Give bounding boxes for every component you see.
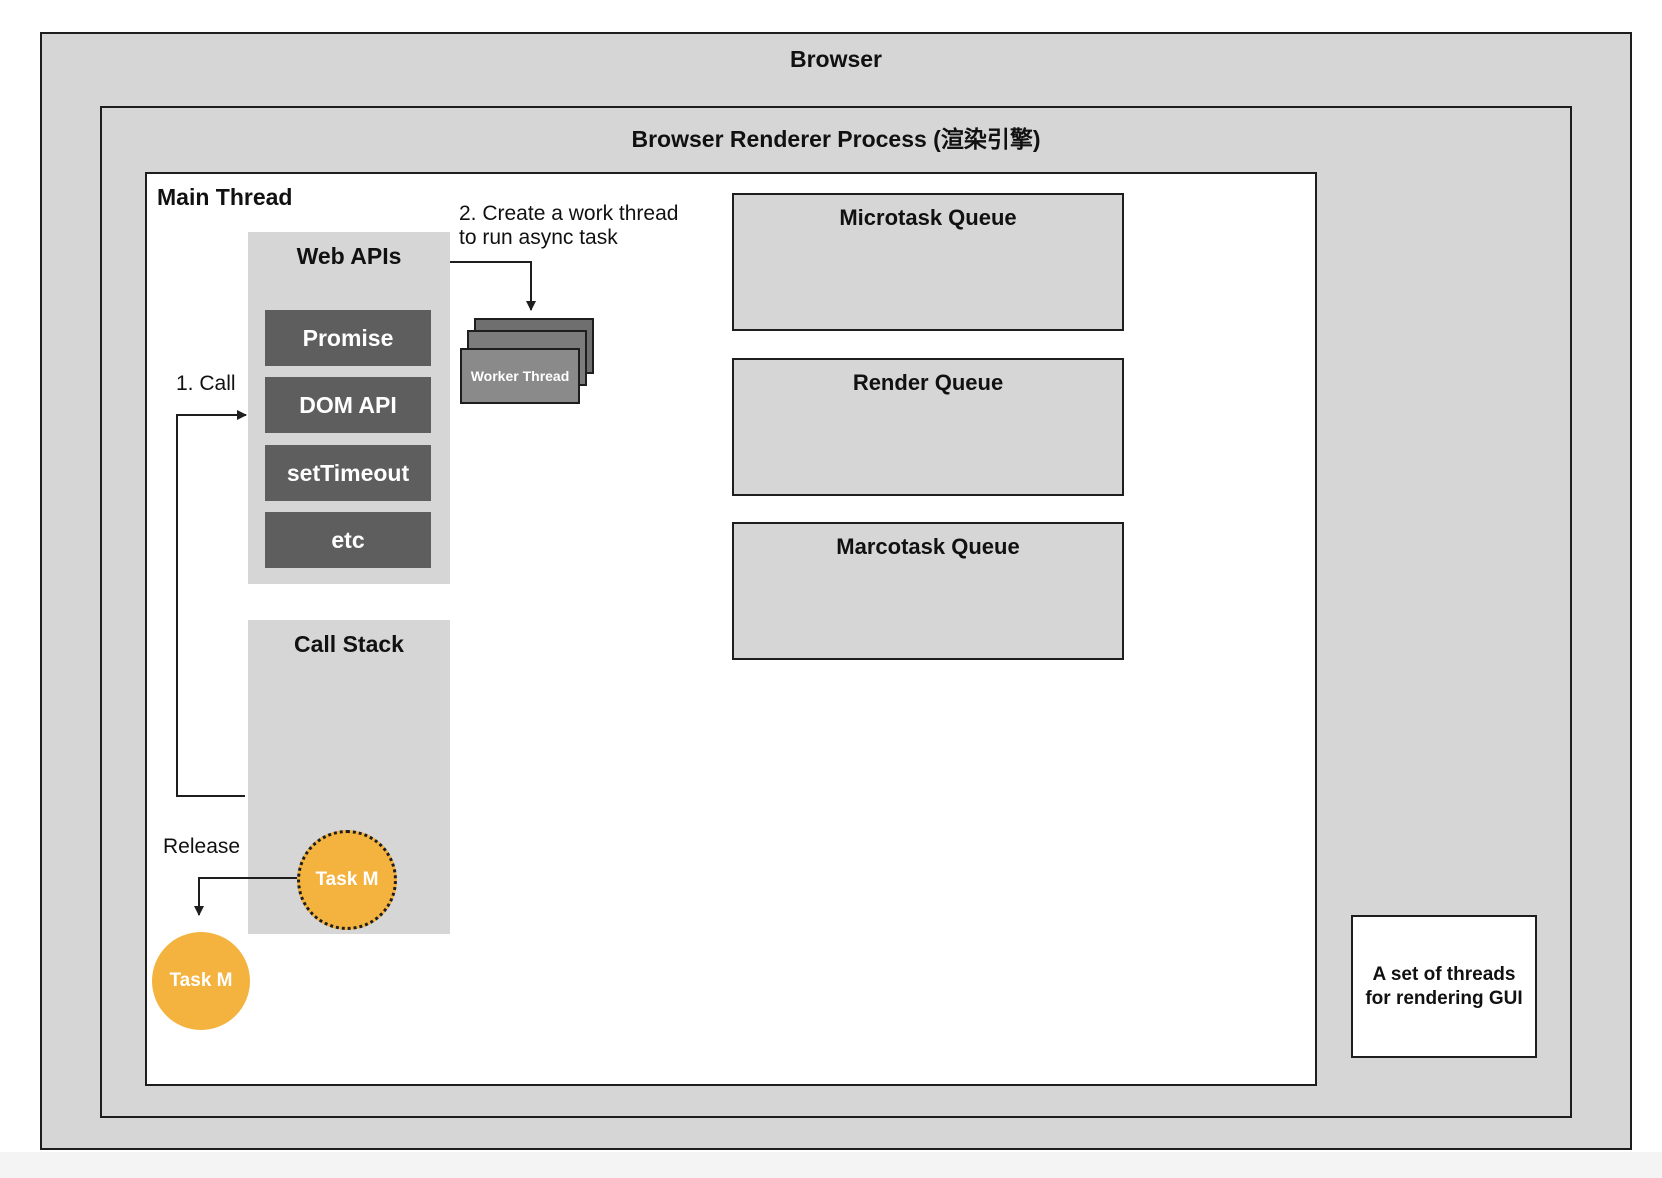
web-apis-title: Web APIs [296,243,402,269]
web-apis-panel: Web APIs Promise DOM API setTimeout etc [248,232,450,584]
gui-render-threads-box: A set of threads for rendering GUI [1351,915,1537,1058]
worker-thread-box: Worker Thread [460,348,580,404]
web-api-dom-api: DOM API [265,377,431,433]
macrotask-queue: Marcotask Queue [732,522,1124,660]
step-create-label-line-2: to run async task [459,226,618,249]
web-api-settimeout: setTimeout [265,445,431,501]
gui-render-threads-label: A set of threads for rendering GUI [1365,963,1522,1011]
browser-title: Browser [789,46,883,72]
step-release-label: Release [163,835,241,858]
main-thread-title: Main Thread [157,184,293,210]
web-api-promise: Promise [265,310,431,366]
step-call-label: 1. Call [176,372,236,395]
renderer-process-title: Browser Renderer Process (渲染引擎) [631,126,1041,152]
macrotask-queue-title: Marcotask Queue [836,534,1020,559]
gui-label-line-1: A set of threads [1372,963,1516,985]
step-create-label-line-1: 2. Create a work thread [459,202,679,225]
web-api-etc: etc [265,512,431,568]
render-queue: Render Queue [732,358,1124,496]
task-m-in-call-stack: Task M [297,830,397,930]
render-queue-title: Render Queue [852,370,1004,395]
task-m-released: Task M [152,932,250,1030]
gui-label-line-2: for rendering GUI [1365,987,1523,1009]
microtask-queue: Microtask Queue [732,193,1124,331]
microtask-queue-title: Microtask Queue [839,205,1017,230]
bottom-margin-band [0,1152,1662,1178]
call-stack-title: Call Stack [294,631,404,657]
